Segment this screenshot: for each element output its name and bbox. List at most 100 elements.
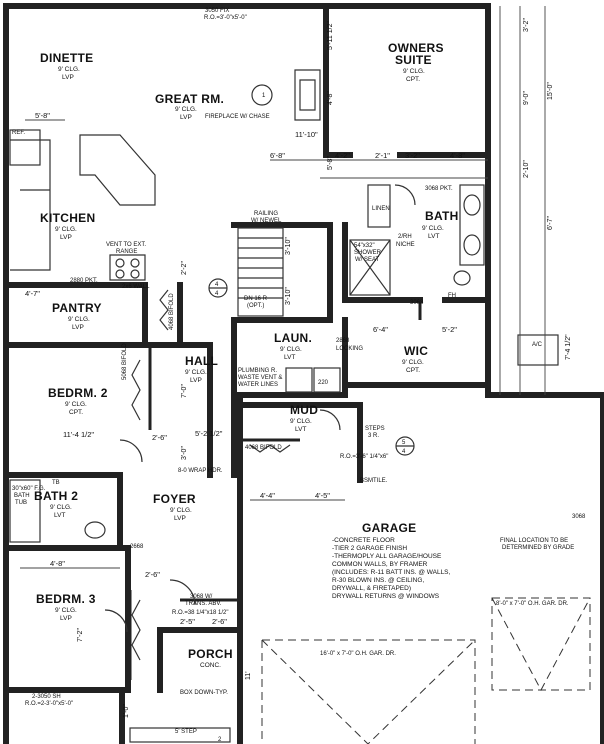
bifold-4068b-note: 4068 BIFOLD xyxy=(169,293,175,330)
shower-note-1: 54"x32" xyxy=(354,243,375,249)
bath-ceiling: 9' CLG. xyxy=(422,225,444,232)
door-8-note: 8'-0" x 7'-0" O.H. GAR. DR. xyxy=(496,601,569,607)
laundry-floor: LVT xyxy=(284,354,295,361)
shower-note-3: W/ SEAT xyxy=(355,257,380,263)
railing-note-2: W/ NEWEL xyxy=(251,218,282,224)
shower-stall xyxy=(349,239,391,296)
foyer-label: FOYER xyxy=(153,492,196,506)
dim-4-7: 4'-7" xyxy=(25,289,40,298)
toilet-owners xyxy=(453,270,471,286)
wall-bedroom3-south xyxy=(3,687,125,744)
dim-2-1: 2'-1" xyxy=(375,151,390,160)
tub-note-3: TUB xyxy=(15,500,27,506)
door-2668-note: 2668 xyxy=(130,544,144,550)
owners-ceiling: 9' CLG. xyxy=(403,68,425,75)
owners-suite-label: OWNERS xyxy=(388,41,444,55)
door-swing-bed3 xyxy=(104,609,128,633)
dinette-ceiling: 9' CLG. xyxy=(58,66,80,73)
dimensions: 5'-8" 4'-7" 6'-8" 4'-2" 2'-1" 3'-2" 4'-8… xyxy=(25,18,572,718)
bath2-ceiling: 9' CLG. xyxy=(50,504,72,511)
door-2-tag: 2 xyxy=(218,737,222,743)
wall-stair-box xyxy=(231,222,333,323)
section-tag-bottom: 4 xyxy=(402,449,406,455)
bifold-mud xyxy=(249,444,291,453)
vdim-7-0: 7'-0" xyxy=(181,384,188,398)
transom-note-1: 3068 W/ xyxy=(190,594,213,600)
dim-5-8: 5'-8" xyxy=(35,111,50,120)
bedroom3-floor: LVP xyxy=(60,615,72,622)
garage-note-line: -TIER 2 GARAGE FINISH xyxy=(332,545,407,552)
bedroom3-label: BEDRM. 3 xyxy=(36,592,96,606)
porch-floor: CONC. xyxy=(200,662,221,669)
wrap-hdr-note: 8-0 WRAP HDR. xyxy=(178,468,223,474)
fireplace-note: FIREPLACE W/ CHASE xyxy=(205,114,270,120)
mud-floor: LVT xyxy=(295,426,306,433)
transom-note-2: TRANS. ABV. xyxy=(185,601,222,607)
vdim-5-11: 5'-11 1/2" xyxy=(327,20,334,50)
r-value-note: R.O.=3'-6" 1/4"x6" xyxy=(340,454,388,460)
pkt-3068-note: 3068 PKT. xyxy=(425,186,453,192)
tub-note-1: 30"x60" F.G. xyxy=(12,486,46,492)
wic-floor: CPT. xyxy=(406,367,420,374)
window-top-ro: R.O.=3'-0"x5'-0" xyxy=(204,15,247,21)
stairs xyxy=(237,227,284,317)
hall-ceiling: 9' CLG. xyxy=(185,369,207,376)
vdim-3-0: 3'-0" xyxy=(181,446,188,460)
niche-note-1: 2/RH xyxy=(398,234,412,240)
fireplace xyxy=(294,69,321,121)
shower-diagonal xyxy=(349,239,391,296)
vdim-15-0: 15'-0" xyxy=(547,82,554,100)
door-3068-note: 3068 xyxy=(410,300,424,306)
bsm-tile-note: BSMTILE. xyxy=(360,478,388,484)
door-2868-note: 2868 xyxy=(336,338,350,344)
bedroom3-ceiling: 9' CLG. xyxy=(55,607,77,614)
dim-4-4: 4'-4" xyxy=(260,491,275,500)
box-down-note: BOX DOWN-TYP. xyxy=(180,690,228,696)
dim-11-10: 11'-10" xyxy=(295,130,318,139)
sink-1 xyxy=(463,194,481,216)
laundry-ceiling: 9' CLG. xyxy=(280,346,302,353)
steps-note-2: 3 R. xyxy=(368,433,379,439)
range-burner-2 xyxy=(130,258,140,268)
door-swing-bed2 xyxy=(119,439,143,463)
dim-4-8: 4'-8" xyxy=(450,151,465,160)
refrigerator xyxy=(9,129,41,166)
dim-5-2: 5'-2" xyxy=(442,325,457,334)
pantry-ceiling: 9' CLG. xyxy=(68,316,90,323)
stair-tag-top: 4 xyxy=(215,282,219,288)
vent-note: VENT TO EXT. xyxy=(106,242,146,248)
hall-floor: LVP xyxy=(190,377,202,384)
wall-laundry xyxy=(231,317,348,478)
garage-door-8 xyxy=(491,597,591,692)
pkt-2880-note: 2880 PKT. xyxy=(70,278,98,284)
tb-note: TB xyxy=(52,480,60,486)
dn-note-2: (OPT.) xyxy=(247,303,264,309)
dim-4-2: 4'-2" xyxy=(335,151,350,160)
vdim-11: 11' xyxy=(245,671,252,680)
great-room-floor: LVP xyxy=(180,114,192,121)
front-step xyxy=(129,727,231,743)
kitchen-range xyxy=(109,254,146,281)
bath-label: BATH xyxy=(425,209,459,223)
washer xyxy=(285,367,313,393)
bath2-floor: LVT xyxy=(54,512,65,519)
v220-note: 220 xyxy=(318,380,329,386)
exterior-wall-east-garage xyxy=(485,392,604,744)
vdim-3-10b: 3'-10" xyxy=(285,287,292,305)
owners-suite-label-2: SUITE xyxy=(395,53,432,67)
garage-note-line: R-30 BLOWN INS. @ CEILING, xyxy=(332,577,424,584)
dim-3-2: 3'-2" xyxy=(405,151,420,160)
mud-ceiling: 9' CLG. xyxy=(290,418,312,425)
window-sh-ro-note: R.O.=2-3'-0"x5'-0" xyxy=(25,701,73,707)
sink-2 xyxy=(463,234,481,256)
kitchen-floor: LVP xyxy=(60,234,72,241)
bifold-bed3 xyxy=(131,599,141,661)
vdim-1-0: 1'-0" xyxy=(123,704,130,718)
dim-4-5: 4'-5" xyxy=(315,491,330,500)
garage-label: GARAGE xyxy=(362,521,416,535)
bath2-label: BATH 2 xyxy=(34,489,78,503)
railing-note: RAILING xyxy=(254,211,278,217)
vdim-2-2: 2'-2" xyxy=(181,261,188,275)
bifold-4068-note: 4068 BIFOLD xyxy=(245,445,282,451)
